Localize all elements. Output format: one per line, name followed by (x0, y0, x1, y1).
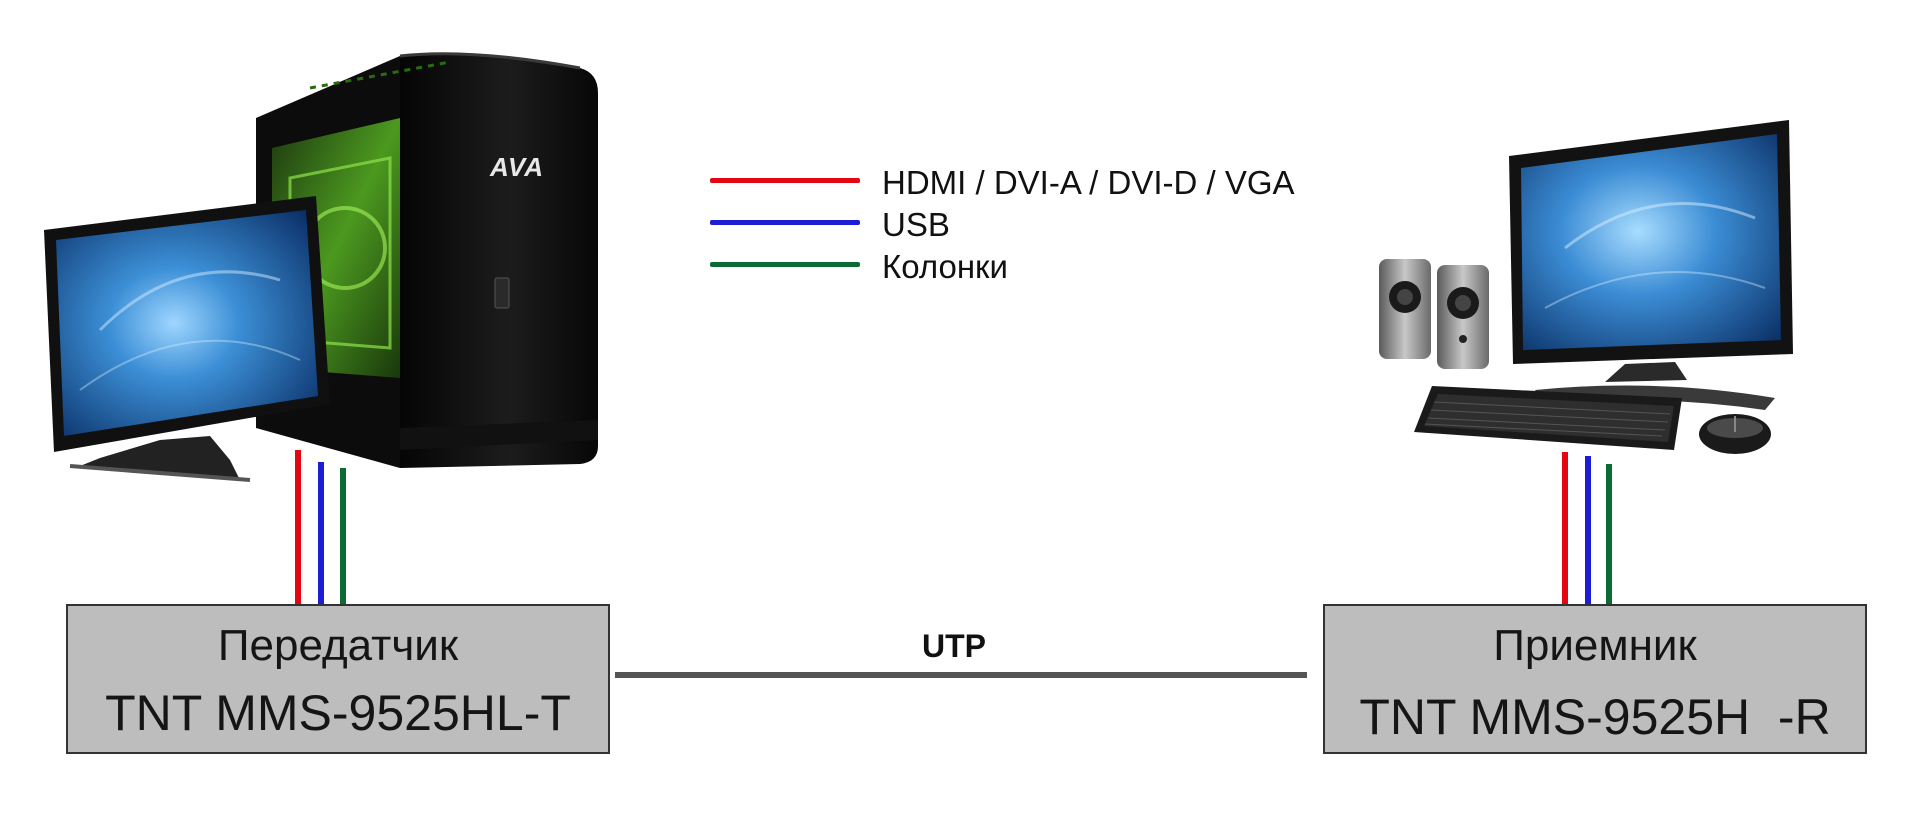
receiver-role-label: Приемник (1493, 621, 1697, 670)
keyboard-icon (1414, 386, 1682, 450)
transmitter-role-label: Передатчик (217, 621, 459, 670)
legend-label-usb: USB (882, 206, 950, 243)
monitor-right-icon (1509, 120, 1793, 410)
receiver-box: Приемник TNT MMS-9525H -R (1323, 604, 1867, 754)
cable-speakers-transmitter (340, 468, 346, 605)
transmitter-model-label: TNT MMS-9525HL-T (105, 685, 571, 741)
cable-hdmi-receiver (1562, 452, 1568, 604)
legend-line-hdmi (710, 178, 860, 183)
utp-cable (615, 672, 1307, 678)
monitor-left-icon (44, 196, 330, 482)
cable-usb-receiver (1585, 456, 1591, 604)
legend-line-speakers (710, 262, 860, 267)
legend-line-usb (710, 220, 860, 225)
cable-hdmi-transmitter (295, 450, 301, 605)
legend-label-hdmi: HDMI / DVI-A / DVI-D / VGA (882, 164, 1295, 201)
pc-case-logo: AVA (490, 152, 545, 182)
transmitter-box: Передатчик TNT MMS-9525HL-T (66, 604, 610, 754)
mouse-icon (1699, 414, 1771, 454)
utp-label: UTP (922, 628, 986, 664)
receiver-model-label: TNT MMS-9525H -R (1359, 689, 1831, 745)
cable-usb-transmitter (318, 462, 324, 605)
legend-label-speakers: Колонки (882, 248, 1008, 285)
speakers-icon (1379, 259, 1489, 369)
cable-speakers-receiver (1606, 464, 1612, 604)
